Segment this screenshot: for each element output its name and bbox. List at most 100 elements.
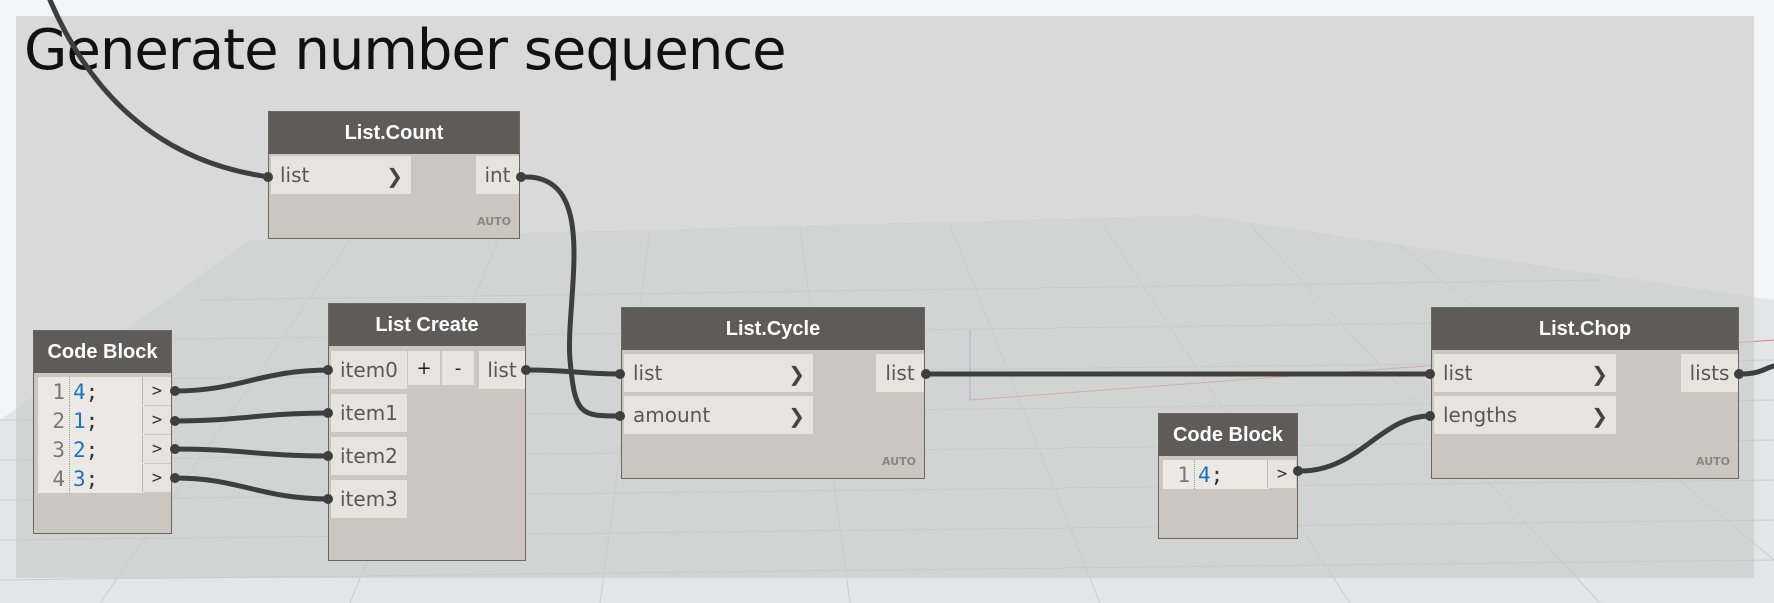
- node-title[interactable]: List.Chop: [1432, 308, 1738, 350]
- port-label: list: [1443, 361, 1473, 385]
- input-port-item3[interactable]: item3: [331, 480, 407, 518]
- code-text: 4;: [70, 380, 98, 404]
- lacing-badge: AUTO: [882, 455, 916, 468]
- output-port-line-1[interactable]: >: [142, 377, 171, 405]
- output-port-list[interactable]: list: [479, 351, 525, 389]
- port-connector-dot: [170, 386, 180, 396]
- port-label: int: [484, 163, 511, 187]
- port-connector-dot: [323, 408, 333, 418]
- port-label: list: [280, 163, 310, 187]
- output-port-line-4[interactable]: >: [142, 464, 171, 492]
- chevron-right-icon: ❯: [788, 362, 805, 386]
- code-semicolon: ;: [85, 379, 99, 404]
- port-connector-dot: [323, 365, 333, 375]
- output-port-line-2[interactable]: >: [142, 406, 171, 434]
- code-semicolon: ;: [1210, 462, 1224, 487]
- code-semicolon: ;: [85, 466, 99, 491]
- port-connector-dot: [1425, 369, 1435, 379]
- chevron-right-icon: ❯: [386, 164, 403, 188]
- chevron-right-icon: ❯: [1591, 404, 1608, 428]
- group-background[interactable]: [16, 16, 1754, 578]
- node-title[interactable]: List.Cycle: [622, 308, 924, 350]
- input-port-list[interactable]: list ❯: [1434, 354, 1616, 392]
- port-label: item1: [340, 401, 398, 425]
- port-connector-dot: [1734, 369, 1744, 379]
- port-connector-dot: [615, 369, 625, 379]
- output-port-int[interactable]: int: [476, 156, 519, 194]
- code-text: 2;: [70, 438, 98, 462]
- input-port-lengths[interactable]: lengths ❯: [1434, 396, 1616, 434]
- port-label: list: [633, 361, 663, 385]
- remove-input-button[interactable]: -: [442, 351, 474, 385]
- chevron-right-icon: ❯: [788, 404, 805, 428]
- port-label: list: [885, 361, 915, 385]
- port-connector-dot: [170, 416, 180, 426]
- port-label: lengths: [1443, 403, 1518, 427]
- group-title[interactable]: Generate number sequence: [24, 18, 787, 83]
- output-port-lists[interactable]: lists: [1681, 354, 1738, 392]
- list-create-node[interactable]: List Create item0 item1 item2 item3 + - …: [328, 303, 526, 561]
- port-connector-dot: [521, 365, 531, 375]
- list-cycle-node[interactable]: List.Cycle list ❯ amount ❯ list AUTO: [621, 307, 925, 479]
- input-port-list[interactable]: list ❯: [271, 156, 411, 194]
- code-value: 4: [1198, 462, 1211, 487]
- line-number: 1: [1163, 460, 1195, 489]
- port-label: item0: [340, 358, 398, 382]
- code-value: 4: [73, 379, 86, 404]
- node-title[interactable]: List Create: [329, 304, 525, 346]
- code-text: 3;: [70, 467, 98, 491]
- line-number: 1: [38, 377, 70, 406]
- port-connector-dot: [170, 444, 180, 454]
- input-port-item0[interactable]: item0: [331, 351, 407, 389]
- list-count-node[interactable]: List.Count list ❯ int AUTO: [268, 111, 520, 239]
- port-connector-dot: [921, 369, 931, 379]
- add-input-button[interactable]: +: [408, 351, 440, 385]
- port-connector-dot: [170, 473, 180, 483]
- input-port-amount[interactable]: amount ❯: [624, 396, 813, 434]
- code-semicolon: ;: [85, 408, 99, 433]
- code-value: 2: [73, 437, 86, 462]
- port-connector-dot: [615, 411, 625, 421]
- input-port-item1[interactable]: item1: [331, 394, 407, 432]
- input-port-item2[interactable]: item2: [331, 437, 407, 475]
- code-text: 4;: [1195, 463, 1223, 487]
- port-connector-dot: [323, 451, 333, 461]
- node-title[interactable]: Code Block: [34, 331, 171, 373]
- lacing-badge: AUTO: [1696, 455, 1730, 468]
- code-value: 3: [73, 466, 86, 491]
- line-number: 4: [38, 464, 70, 493]
- code-semicolon: ;: [85, 437, 99, 462]
- chevron-right-icon: ❯: [1591, 362, 1608, 386]
- port-connector-dot: [516, 172, 526, 182]
- code-value: 1: [73, 408, 86, 433]
- list-chop-node[interactable]: List.Chop list ❯ lengths ❯ lists AUTO: [1431, 307, 1739, 479]
- port-label: list: [487, 358, 517, 382]
- port-connector-dot: [1425, 411, 1435, 421]
- port-label: amount: [633, 403, 711, 427]
- input-port-list[interactable]: list ❯: [624, 354, 813, 392]
- port-connector-dot: [263, 172, 273, 182]
- code-text: 1;: [70, 409, 98, 433]
- lacing-badge: AUTO: [477, 215, 511, 228]
- line-number: 2: [38, 406, 70, 435]
- port-label: item3: [340, 487, 398, 511]
- port-label: lists: [1689, 361, 1730, 385]
- line-number: 3: [38, 435, 70, 464]
- port-connector-dot: [323, 494, 333, 504]
- node-title[interactable]: List.Count: [269, 112, 519, 154]
- node-title[interactable]: Code Block: [1159, 414, 1297, 456]
- output-port-line-3[interactable]: >: [142, 435, 171, 463]
- output-port-line-1[interactable]: >: [1267, 460, 1296, 488]
- output-port-list[interactable]: list: [876, 354, 924, 392]
- port-label: item2: [340, 444, 398, 468]
- port-connector-dot: [1293, 466, 1303, 476]
